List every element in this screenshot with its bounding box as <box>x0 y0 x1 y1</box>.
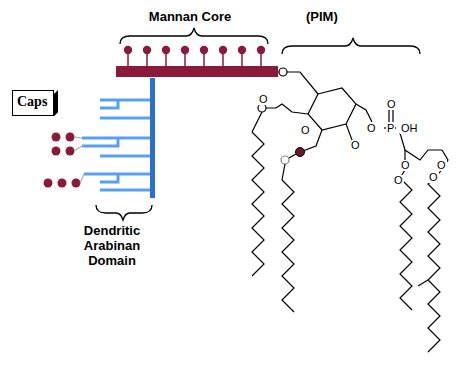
atom-label: O <box>350 140 361 151</box>
atom-label: O <box>400 160 411 171</box>
atom-label: O <box>386 99 397 110</box>
pim-brace <box>282 38 420 54</box>
mannose-units <box>124 46 265 66</box>
box-label: Caps <box>17 94 47 110</box>
ester-oxygen <box>281 156 289 164</box>
arabinan-brace <box>96 205 152 220</box>
head-bonds <box>276 104 448 178</box>
arabinan-branches <box>82 100 150 190</box>
region-label: Dendritic Arabinan Domain <box>72 224 152 269</box>
heading-label: Mannan Core <box>149 10 231 23</box>
arabinan-backbone <box>150 78 155 198</box>
mannan-bar <box>116 66 278 77</box>
atom-label: O <box>366 123 377 134</box>
mannan-brace <box>120 28 268 44</box>
ester-oxygen <box>296 148 305 157</box>
atom-label: OH <box>400 123 419 134</box>
link-bond <box>278 72 318 94</box>
fatty-acid-chains <box>252 132 440 352</box>
atom-label: O <box>436 160 447 171</box>
atom-label: O <box>393 175 404 186</box>
atom-label: O <box>258 94 269 105</box>
cap-units <box>44 133 85 188</box>
inositol-ring <box>308 88 356 130</box>
heading-label: (PIM) <box>306 10 338 23</box>
link-atom <box>279 68 287 76</box>
atom-label: O <box>300 125 311 136</box>
atom-label: P <box>386 123 395 134</box>
atom-label: O <box>428 172 439 183</box>
caps-box: Caps <box>12 90 59 117</box>
